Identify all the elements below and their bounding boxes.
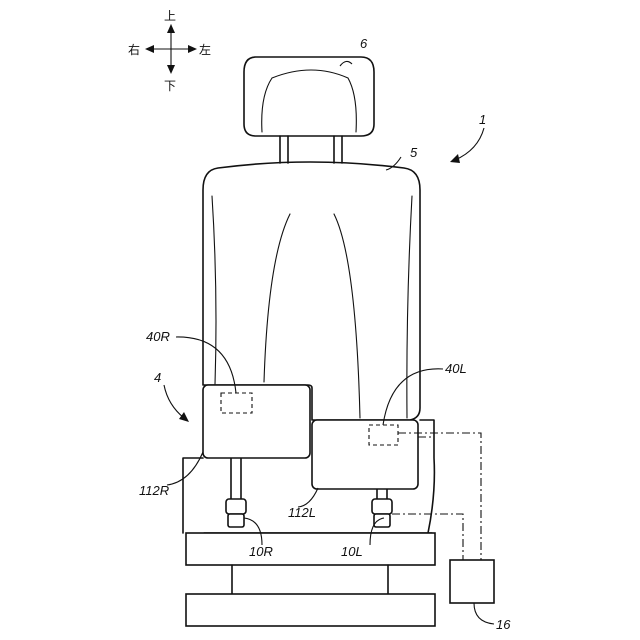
label-10L: 10L <box>341 544 363 559</box>
direction-compass: 上 下 右 左 <box>128 9 211 93</box>
label-5: 5 <box>410 145 418 160</box>
label-40R: 40R <box>146 329 170 344</box>
compass-left-label: 左 <box>199 42 211 57</box>
label-16: 16 <box>496 617 511 632</box>
label-4: 4 <box>154 370 161 385</box>
compass-down-label: 下 <box>164 79 176 93</box>
label-1: 1 <box>479 112 486 127</box>
armrest-112L <box>312 420 418 489</box>
arrow-up-icon <box>167 24 175 33</box>
label-112R: 112R <box>139 483 169 498</box>
seat-base <box>186 533 435 626</box>
compass-up-label: 上 <box>164 9 176 23</box>
compass-right-label: 右 <box>128 42 140 57</box>
arrow-down-icon <box>167 65 175 74</box>
headrest <box>244 57 374 163</box>
label-10R: 10R <box>249 544 273 559</box>
support-10L <box>372 489 392 527</box>
arrow-right-icon <box>188 45 197 53</box>
label-6: 6 <box>360 36 368 51</box>
label-40L: 40L <box>445 361 467 376</box>
armrest-112R <box>203 385 310 458</box>
seatback <box>203 162 420 420</box>
label-112L: 112L <box>288 505 316 520</box>
controller-16 <box>450 560 494 603</box>
arrow-left-icon <box>145 45 154 53</box>
support-10R <box>226 458 246 527</box>
